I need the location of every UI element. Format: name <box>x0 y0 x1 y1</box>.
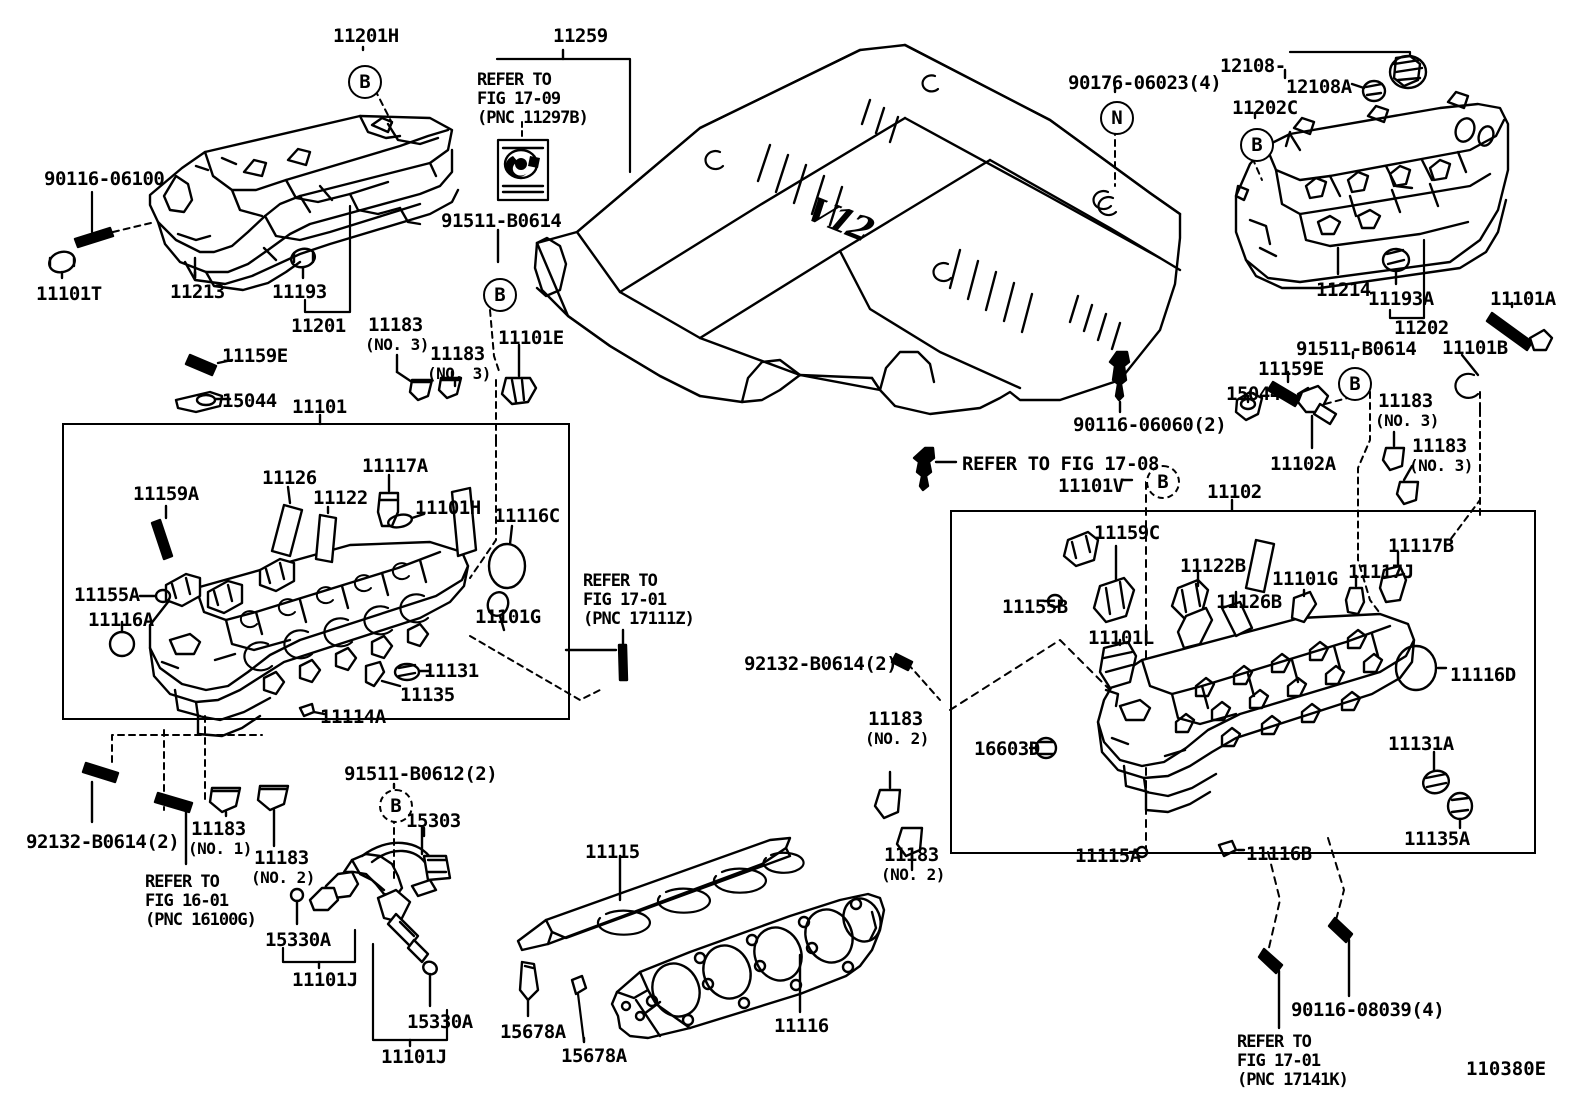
part-label-90116-08039: 90116-08039(4) <box>1291 999 1445 1021</box>
part-label-11101: 11101 <box>292 396 347 418</box>
part-label-11214: 11214 <box>1316 279 1371 301</box>
part-sublabel-no3-a: (NO. 3) <box>365 335 429 354</box>
part-label-11116b: 11116B <box>1246 843 1312 865</box>
part-label-11101t: 11101T <box>36 283 102 305</box>
part-label-11101g-left: 11101G <box>475 606 541 628</box>
part-sublabel-no2-b: (NO. 2) <box>881 865 945 884</box>
part-label-11159c: 11159C <box>1094 522 1160 544</box>
refer-note-fig-17-09: REFER TO FIG 17-09 (PNC 11297B) <box>477 70 589 129</box>
part-label-11183-no3-d: 11183 <box>1412 435 1467 457</box>
part-label-15044-left: 15044 <box>222 390 277 412</box>
part-label-11202c: 11202C <box>1232 97 1298 119</box>
marker-b-91511-left: B <box>483 278 517 312</box>
part-label-11183-no2-c: 11183 <box>254 847 309 869</box>
part-label-11183-no3-b: 11183 <box>430 343 485 365</box>
part-label-11213: 11213 <box>170 281 225 303</box>
part-label-90116-06100: 90116-06100 <box>44 168 165 190</box>
part-label-11202: 11202 <box>1394 317 1449 339</box>
part-label-11115a: 11115A <box>1075 845 1141 867</box>
part-label-92132-b0614-right: 92132-B0614(2) <box>744 653 898 675</box>
part-label-11101a: 11101A <box>1490 288 1556 310</box>
part-label-11159e-left: 11159E <box>222 345 288 367</box>
part-label-92132-b0614-left: 92132-B0614(2) <box>26 831 180 853</box>
part-label-11101l: 11101L <box>1088 627 1154 649</box>
panel-right-cylinder-head <box>950 510 1536 854</box>
part-label-11201h: 11201H <box>333 25 399 47</box>
part-label-11101v: 11101V <box>1058 475 1124 497</box>
part-label-12108a: 12108A <box>1286 76 1352 98</box>
engine-cover-badge: V12 <box>798 190 879 250</box>
part-label-11122b: 11122B <box>1180 555 1246 577</box>
refer-note-fig-16-01: REFER TO FIG 16-01 (PNC 16100G) <box>145 872 257 931</box>
refer-note-fig-17-01-z: REFER TO FIG 17-01 (PNC 17111Z) <box>583 571 695 630</box>
part-sublabel-no3-c: (NO. 3) <box>1375 411 1439 430</box>
part-sublabel-no1: (NO. 1) <box>188 839 252 858</box>
part-label-11183-no3-a: 11183 <box>368 314 423 336</box>
part-label-11193: 11193 <box>272 281 327 303</box>
part-label-11101j-bottom: 11101J <box>381 1046 447 1068</box>
part-label-11114a: 11114A <box>320 706 386 728</box>
part-label-11101j-top: 11101J <box>292 969 358 991</box>
part-label-11155a: 11155A <box>74 584 140 606</box>
part-label-90116-06060: 90116-06060(2) <box>1073 414 1227 436</box>
part-label-11135a: 11135A <box>1404 828 1470 850</box>
refer-note-fig-17-08: REFER TO FIG 17-08 <box>962 453 1159 475</box>
part-label-11183-no2-b: 11183 <box>884 844 939 866</box>
marker-b-11202c: B <box>1240 128 1274 162</box>
part-label-11116c: 11116C <box>494 505 560 527</box>
marker-b-91511-right: B <box>1338 367 1372 401</box>
marker-b-91511-b0612: B <box>379 789 413 823</box>
part-label-11116d: 11116D <box>1450 664 1516 686</box>
part-label-11183-no3-c: 11183 <box>1378 390 1433 412</box>
part-label-91511-b0612: 91511-B0612(2) <box>344 763 498 785</box>
part-label-11101g-right: 11101G <box>1272 568 1338 590</box>
part-label-15678a-b: 15678A <box>561 1045 627 1067</box>
part-label-11117b: 11117B <box>1388 535 1454 557</box>
refer-note-fig-17-01-k: REFER TO FIG 17-01 (PNC 17141K) <box>1237 1032 1349 1091</box>
part-label-11159a: 11159A <box>133 483 199 505</box>
part-sublabel-no2-c: (NO. 2) <box>251 868 315 887</box>
part-label-15044-right: 15044 <box>1226 383 1281 405</box>
part-label-91511-b0614-left: 91511-B0614 <box>441 210 562 232</box>
part-label-11131: 11131 <box>424 660 479 682</box>
panel-left-cylinder-head <box>62 423 570 720</box>
part-label-90176-06023: 90176-06023(4) <box>1068 72 1222 94</box>
part-label-11117a: 11117A <box>362 455 428 477</box>
part-label-11101b: 11101B <box>1442 337 1508 359</box>
part-sublabel-no3-b: (NO. 3) <box>427 364 491 383</box>
part-label-91511-b0614-right: 91511-B0614 <box>1296 338 1417 360</box>
marker-b-11201h: B <box>348 65 382 99</box>
part-label-15303: 15303 <box>406 810 461 832</box>
part-label-11115: 11115 <box>585 841 640 863</box>
marker-n-90176: N <box>1100 101 1134 135</box>
part-label-11102: 11102 <box>1207 481 1262 503</box>
part-label-16603d: 16603D <box>974 738 1040 760</box>
part-label-11183-no2-a: 11183 <box>868 708 923 730</box>
part-label-11116: 11116 <box>774 1015 829 1037</box>
part-label-12108: 12108- <box>1220 55 1286 77</box>
part-label-11102a: 11102A <box>1270 453 1336 475</box>
part-label-11101h: 11101H <box>415 497 481 519</box>
part-label-11259: 11259 <box>553 25 608 47</box>
part-label-11159e-right: 11159E <box>1258 358 1324 380</box>
figure-id: 110380E <box>1466 1058 1547 1080</box>
part-label-11126: 11126 <box>262 467 317 489</box>
part-label-11135: 11135 <box>400 684 455 706</box>
part-label-11183-no1: 11183 <box>191 818 246 840</box>
part-label-11155b: 11155B <box>1002 596 1068 618</box>
part-label-11126b: 11126B <box>1216 591 1282 613</box>
part-label-11101e: 11101E <box>498 327 564 349</box>
part-sublabel-no3-d: (NO. 3) <box>1409 456 1473 475</box>
part-label-15678a-a: 15678A <box>500 1021 566 1043</box>
part-label-11131a: 11131A <box>1388 733 1454 755</box>
marker-b-11101v: B <box>1146 465 1180 499</box>
part-label-11193a: 11193A <box>1368 288 1434 310</box>
part-label-11116a: 11116A <box>88 609 154 631</box>
part-label-11117j: 11117J <box>1348 561 1414 583</box>
part-sublabel-no2-a: (NO. 2) <box>865 729 929 748</box>
part-label-11122: 11122 <box>313 487 368 509</box>
part-label-15330a-top: 15330A <box>265 929 331 951</box>
part-label-15330a-bottom: 15330A <box>407 1011 473 1033</box>
part-label-11201: 11201 <box>291 315 346 337</box>
